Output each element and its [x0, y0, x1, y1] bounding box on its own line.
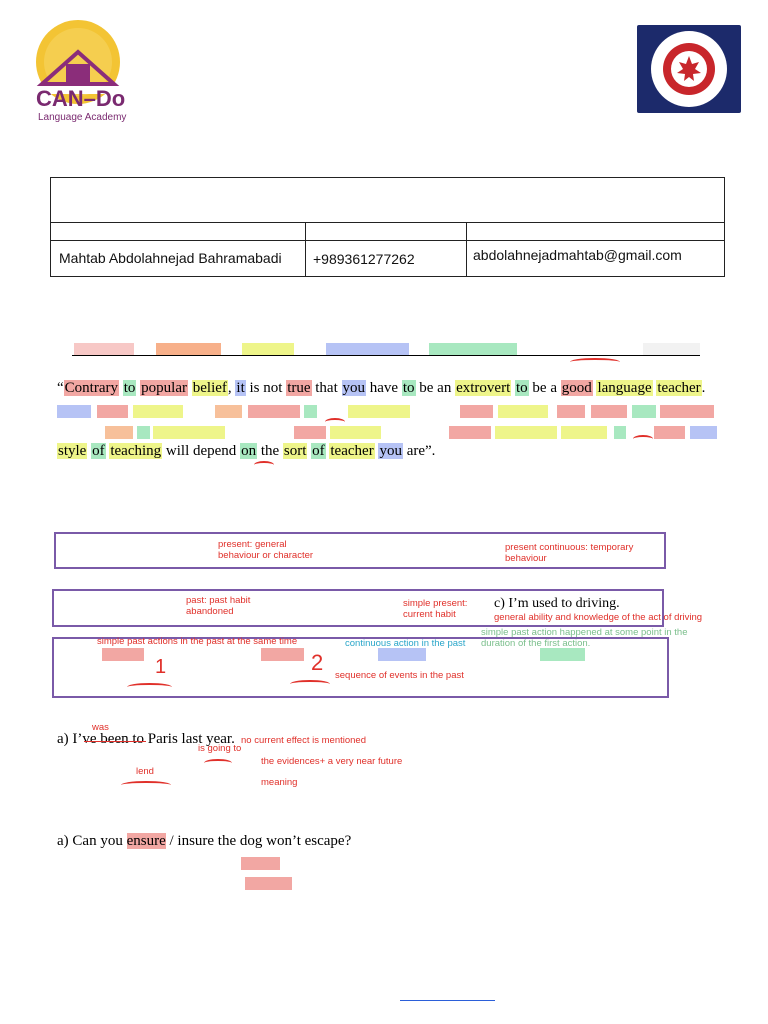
info-table: Mahtab Abdolahnejad Bahramabadi +9893612…: [50, 177, 725, 277]
quote-line-4: style of teaching will depend on the sor…: [57, 443, 435, 460]
quote-word: popular: [140, 380, 188, 396]
quote-word: to: [122, 380, 137, 396]
student-email: abdolahnejadmahtab@gmail.com: [473, 247, 682, 263]
student-name: Mahtab Abdolahnejad Bahramabadi: [59, 250, 282, 266]
quote-word: will depend: [162, 443, 241, 459]
vancouver-tesol-logo: [637, 25, 741, 113]
can-do-subtitle: Language Academy: [38, 112, 127, 123]
note-present-general: present: general behaviour or character: [218, 539, 314, 561]
note-present-continuous: present continuous: temporary behaviour: [505, 542, 634, 564]
note-past-habit: past: past habit abandoned: [186, 595, 251, 617]
quote-word: teaching: [109, 443, 163, 459]
quote-word: to: [514, 380, 529, 396]
red-underline-mark-2: [325, 418, 345, 426]
quote-word: of: [91, 443, 106, 459]
handwritten-number-1: 1: [155, 656, 167, 678]
quote-word: you: [378, 443, 403, 459]
red-underline-mark-4: [254, 461, 274, 469]
red-underline-mark-5: [127, 683, 172, 691]
tesol-seal-graphic: [651, 31, 727, 107]
sentence-used-to-driving: c) I’m used to driving.: [494, 596, 620, 611]
quote-word: ,: [227, 380, 236, 396]
red-underline-mark-6: [290, 680, 330, 688]
can-do-title: CAN–Do: [36, 86, 126, 111]
quote-word: .: [701, 380, 706, 396]
quote-word: have: [366, 380, 402, 396]
note-is-going-to: is going to: [198, 743, 242, 754]
quote-word: style: [57, 443, 88, 459]
handwritten-number-2: 2: [311, 650, 324, 675]
sentence-ensure-prefix: a) Can you: [57, 833, 123, 849]
quote-word: be an: [415, 380, 456, 396]
quote-word: teacher: [656, 380, 702, 396]
red-underline-mark-7: [204, 759, 232, 767]
legend-baseline: [72, 355, 700, 356]
note-evidences: the evidences+ a very near future: [261, 756, 403, 767]
note-simple-past-same-time: simple past actions in the past at the s…: [97, 636, 298, 647]
quote-word: it: [235, 380, 246, 396]
quote-word: of: [311, 443, 326, 459]
quote-word: belief: [191, 380, 228, 396]
red-underline-mark: [570, 358, 620, 366]
quote-line-1: “Contrary to popular belief, it is not t…: [57, 380, 705, 397]
note-simple-present: simple present: current habit: [403, 598, 468, 620]
answer-box-1: [54, 532, 666, 569]
strikethrough-mark: [84, 741, 146, 742]
note-general-ability: general ability and knowledge of the act…: [494, 612, 703, 623]
sentence-paris: a) I’ve been to Paris last year.: [57, 731, 235, 747]
quote-word: Contrary: [63, 380, 119, 396]
legend-bar-pink: [74, 343, 134, 355]
quote-word: are”.: [402, 443, 436, 459]
footer-link-line[interactable]: [400, 1000, 495, 1001]
student-phone: +989361277262: [313, 251, 415, 267]
quote-word: teacher: [329, 443, 375, 459]
note-meaning: meaning: [261, 777, 298, 788]
quote-word: true: [286, 380, 312, 396]
note-was: was: [92, 722, 109, 733]
sentence-ensure: a) Can you ensure / insure the dog won’t…: [57, 833, 351, 850]
note-no-current-effect: no current effect is mentioned: [241, 735, 366, 746]
quote-word: be a: [528, 380, 561, 396]
legend-bar-grey: [643, 343, 700, 355]
red-underline-mark-8: [121, 781, 171, 789]
note-lend: lend: [136, 766, 154, 777]
legend-bar-orange: [156, 343, 221, 355]
word-ensure: ensure: [126, 833, 166, 849]
legend-bar-blue: [326, 343, 409, 355]
quote-word: sort: [282, 443, 308, 459]
note-simple-past-duration: simple past action happened at some poin…: [481, 627, 688, 649]
legend-bar-yellow: [242, 343, 294, 355]
red-underline-mark-3: [633, 435, 653, 443]
sentence-ensure-suffix: / insure the dog won’t escape?: [165, 833, 352, 849]
quote-word: language: [596, 380, 653, 396]
quote-word: on: [240, 443, 258, 459]
can-do-logo: CAN–Do Language Academy: [22, 14, 134, 132]
quote-word: the: [257, 443, 283, 459]
quote-word: good: [560, 380, 593, 396]
quote-word: that: [311, 380, 342, 396]
quote-word: to: [401, 380, 416, 396]
note-sequence-events: sequence of events in the past: [335, 670, 464, 681]
answer-box-2: [52, 589, 664, 627]
quote-word: you: [341, 380, 367, 396]
note-continuous-past: continuous action in the past: [345, 638, 466, 649]
quote-word: is not: [245, 380, 287, 396]
legend-bar-green: [429, 343, 517, 355]
quote-word: extrovert: [455, 380, 512, 396]
quote-word: “: [57, 380, 64, 396]
can-do-logo-graphic: [32, 20, 124, 104]
answer-box-3: [52, 637, 669, 698]
